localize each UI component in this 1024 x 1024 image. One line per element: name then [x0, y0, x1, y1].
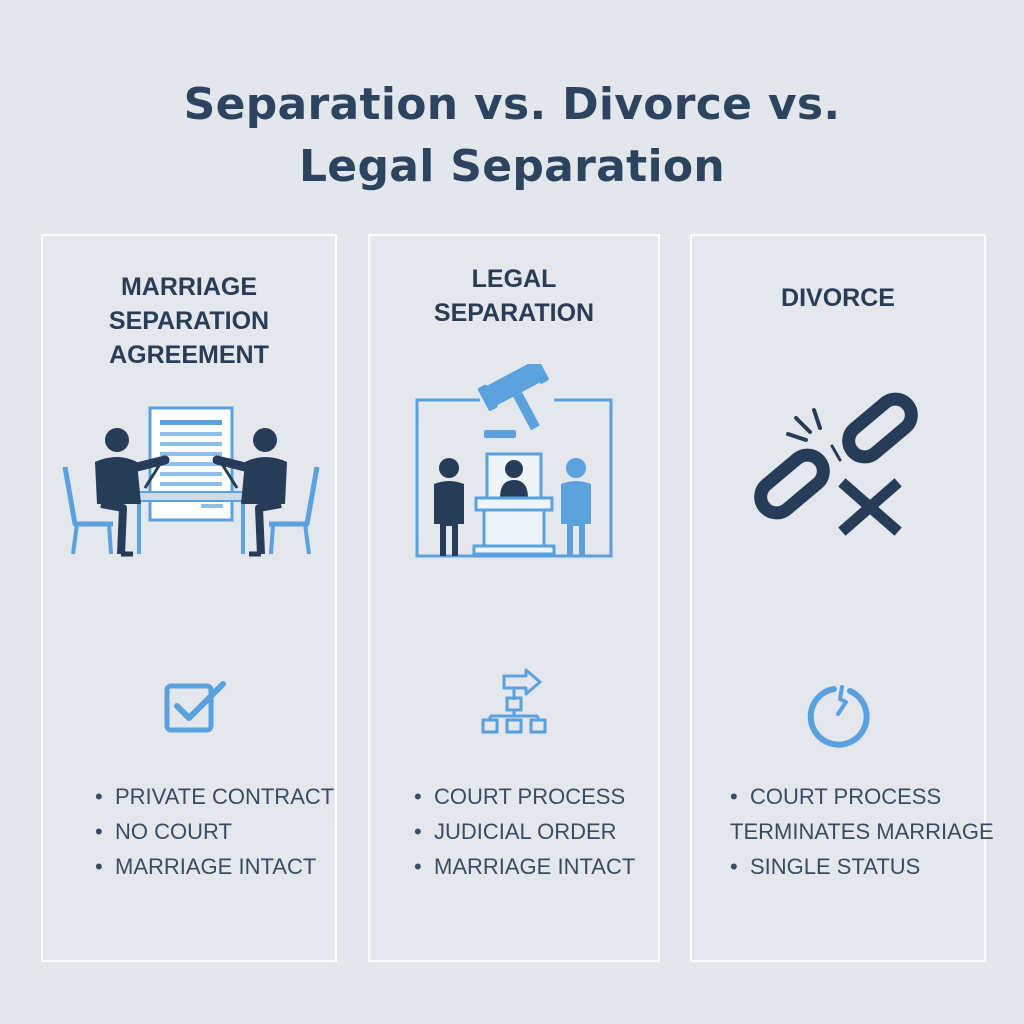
- list-item-text: COURT PROCESS: [434, 784, 626, 809]
- list-item: •SINGLE STATUS: [730, 854, 921, 879]
- list-item-text: COURT PROCESS: [750, 784, 942, 809]
- list-item: •MARRIAGE INTACT: [414, 854, 636, 879]
- panel-divorce: DIVORCE •COURT PROCESS TERMINATES MARRIA…: [690, 234, 994, 962]
- list-item: •MARRIAGE INTACT: [95, 854, 317, 879]
- bullet-list: •COURT PROCESS •JUDICIAL ORDER •MARRIAGE…: [414, 779, 635, 884]
- list-item-text: NO COURT: [115, 819, 232, 844]
- page-title-line-1: Separation vs. Divorce vs.: [183, 79, 841, 130]
- list-item-text: MARRIAGE INTACT: [434, 854, 636, 879]
- list-item: •PRIVATE CONTRACT: [95, 784, 335, 809]
- list-item-text: MARRIAGE INTACT: [115, 854, 317, 879]
- list-item-text: TERMINATES MARRIAGE: [730, 819, 994, 844]
- list-item: •COURT PROCESS: [414, 784, 626, 809]
- broken-circle-icon: [807, 685, 870, 748]
- panel-heading-line: LEGAL: [471, 265, 557, 293]
- page-title: Separation vs. Divorce vs. Legal Separat…: [0, 74, 1024, 198]
- panel-legal-separation: LEGAL SEPARATION: [368, 234, 660, 962]
- list-item: •NO COURT: [95, 819, 232, 844]
- process-flow-icon: [481, 668, 547, 734]
- bullet-list: •PRIVATE CONTRACT •NO COURT •MARRIAGE IN…: [95, 779, 334, 884]
- two-people-signing-document-illustration: [62, 406, 320, 557]
- page-title-line-2: Legal Separation: [298, 141, 726, 192]
- checkbox-check-icon: [164, 681, 226, 733]
- list-item: TERMINATES MARRIAGE: [730, 814, 994, 849]
- list-item-text: JUDICIAL ORDER: [434, 819, 617, 844]
- broken-chain-link-illustration: [754, 392, 918, 536]
- panel-heading: DIVORCE: [692, 281, 984, 315]
- panel-heading-line: AGREEMENT: [109, 341, 269, 369]
- panel-heading-line: SEPARATION: [108, 307, 270, 335]
- list-item-text: SINGLE STATUS: [750, 854, 921, 879]
- panel-separation-agreement: MARRIAGE SEPARATION AGREEMENT: [41, 234, 337, 962]
- panel-heading: MARRIAGE SEPARATION AGREEMENT: [43, 270, 335, 372]
- panel-heading: LEGAL SEPARATION: [370, 262, 658, 330]
- courtroom-gavel-illustration: [415, 364, 613, 558]
- panel-heading-line: MARRIAGE: [120, 273, 258, 301]
- list-item: •JUDICIAL ORDER: [414, 819, 617, 844]
- panel-heading-line: DIVORCE: [781, 284, 895, 312]
- bullet-list: •COURT PROCESS TERMINATES MARRIAGE •SING…: [730, 779, 994, 884]
- panel-heading-line: SEPARATION: [433, 299, 595, 327]
- list-item-text: PRIVATE CONTRACT: [115, 784, 335, 809]
- list-item: •COURT PROCESS: [730, 784, 942, 809]
